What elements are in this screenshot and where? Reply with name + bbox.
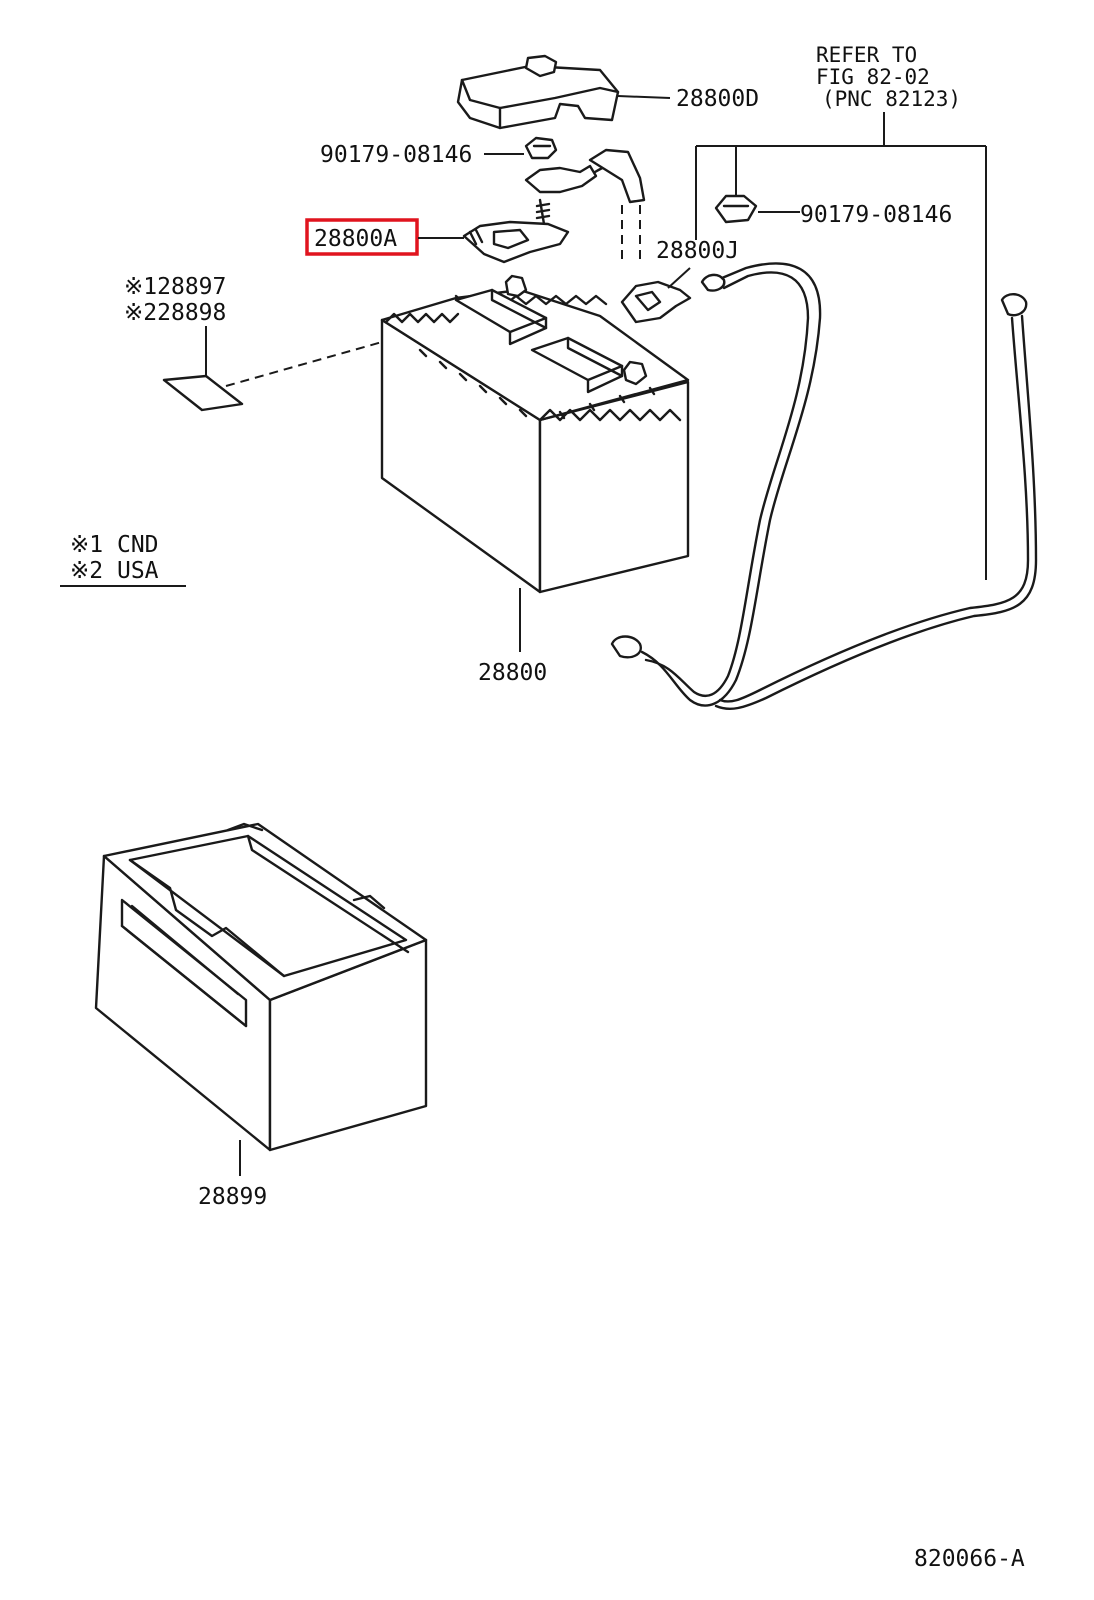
battery-part[interactable] <box>380 274 690 594</box>
label-cover: 28800D <box>676 86 759 112</box>
negative-terminal-part[interactable] <box>620 280 692 324</box>
label-terminal-neg: 28800J <box>656 238 739 264</box>
label-nut-top: 90179-08146 <box>320 142 472 168</box>
negative-cable-part[interactable] <box>610 262 822 707</box>
legend-line-2: ※2 USA <box>70 558 159 584</box>
refer-line-2: FIG 82-02 <box>816 65 930 89</box>
label-terminal-highlighted[interactable]: 28800A <box>314 226 397 252</box>
positive-terminal-part[interactable] <box>462 198 570 264</box>
figure-id: 820066-A <box>914 1546 1025 1572</box>
nut-top-part[interactable] <box>524 136 558 160</box>
battery-tray-part[interactable] <box>94 822 428 1152</box>
label-tray: 28899 <box>198 1184 267 1210</box>
caution-label-part[interactable] <box>162 374 244 412</box>
highlight-box <box>305 218 419 256</box>
terminal-cover-part[interactable] <box>456 54 620 130</box>
note-part-1: ※128897 <box>124 274 226 300</box>
note-part-2: ※228898 <box>124 300 226 326</box>
label-nut-right: 90179-08146 <box>800 202 952 228</box>
refer-line-3: (PNC 82123) <box>822 87 961 111</box>
nut-right-part[interactable] <box>714 194 758 224</box>
legend-line-1: ※1 CND <box>70 532 159 558</box>
label-battery: 28800 <box>478 660 547 686</box>
positive-cable-part[interactable] <box>524 148 646 262</box>
refer-line-1: REFER TO <box>816 43 917 67</box>
ground-cable-part[interactable] <box>714 293 1038 710</box>
